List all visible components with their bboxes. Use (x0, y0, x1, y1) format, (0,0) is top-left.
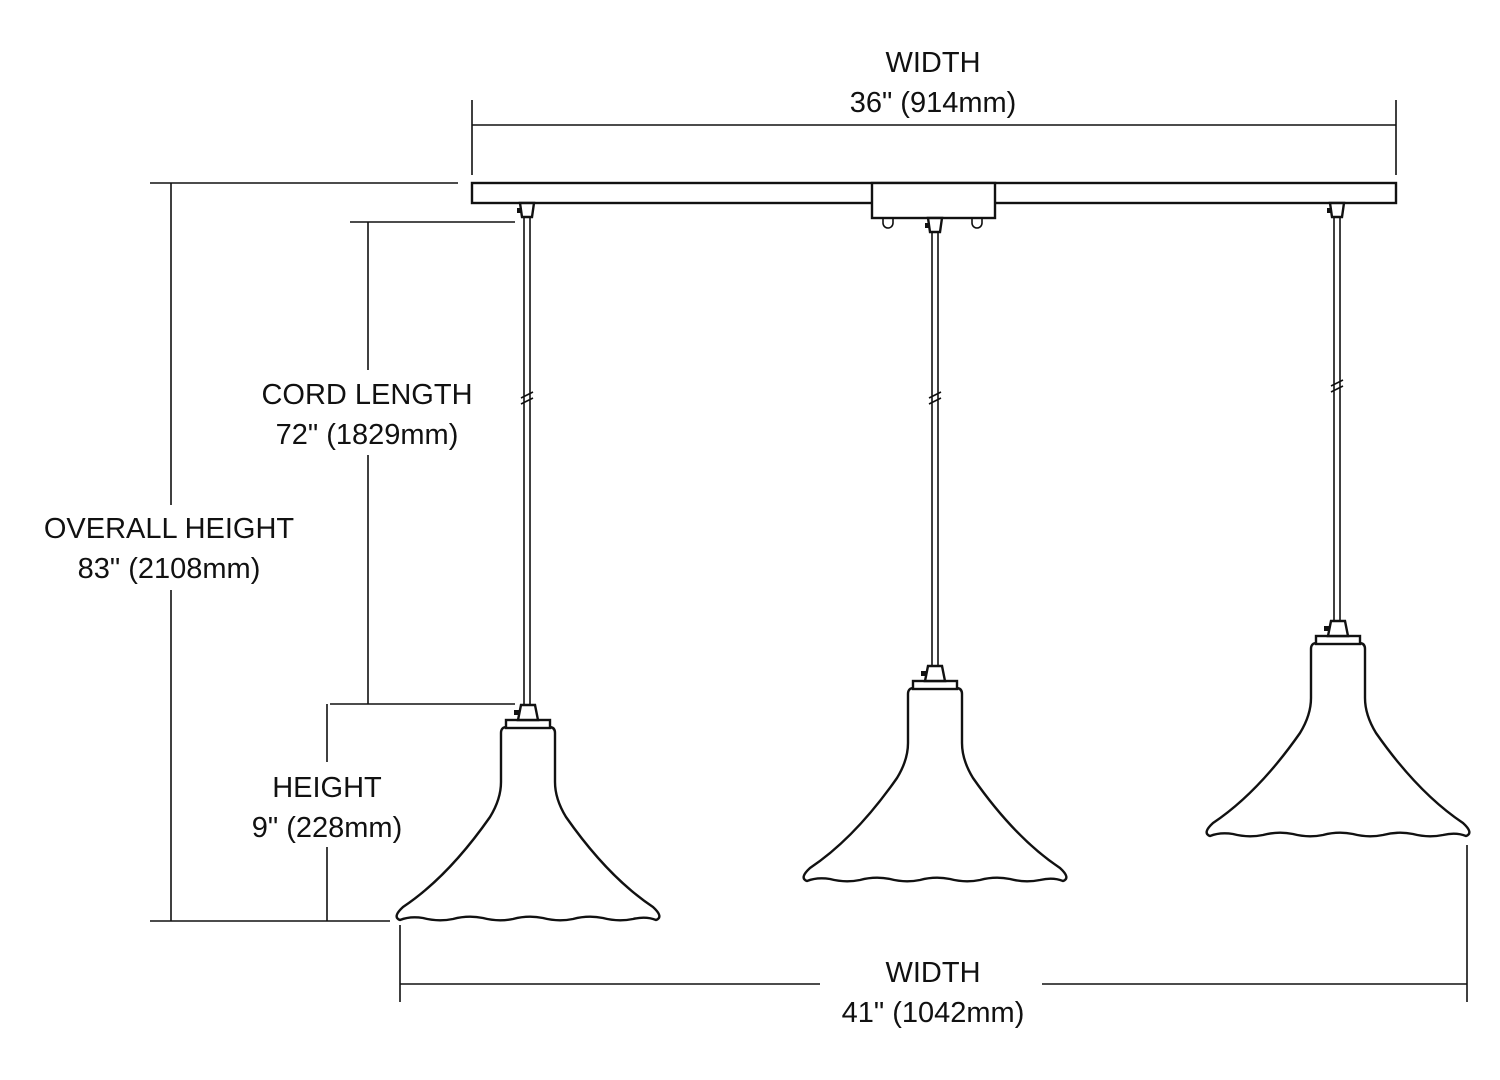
top-width-dimension: WIDTH 36" (914mm) (471, 47, 1397, 175)
pendant-right (1205, 201, 1471, 838)
pendant-left (395, 201, 661, 922)
cord-length-dimension: CORD LENGTH 72" (1829mm) (245, 221, 515, 705)
bottom-width-dimension: WIDTH 41" (1042mm) (399, 845, 1468, 1029)
cord-length-label: CORD LENGTH (261, 379, 472, 411)
height-label: HEIGHT (272, 772, 382, 804)
overall-height-dimension: OVERALL HEIGHT 83" (2108mm) (20, 182, 458, 922)
top-width-label: WIDTH (885, 47, 980, 79)
bottom-width-value: 41" (1042mm) (842, 997, 1025, 1029)
cord-length-value: 72" (1829mm) (276, 419, 459, 451)
canopy-bar (470, 181, 1398, 229)
top-width-value: 36" (914mm) (850, 87, 1017, 119)
height-value: 9" (228mm) (252, 812, 403, 844)
bottom-width-label: WIDTH (885, 957, 980, 989)
height-dimension: HEIGHT 9" (228mm) (235, 704, 420, 921)
overall-height-label: OVERALL HEIGHT (44, 513, 295, 545)
pendant-center (802, 216, 1068, 883)
overall-height-value: 83" (2108mm) (78, 553, 261, 585)
